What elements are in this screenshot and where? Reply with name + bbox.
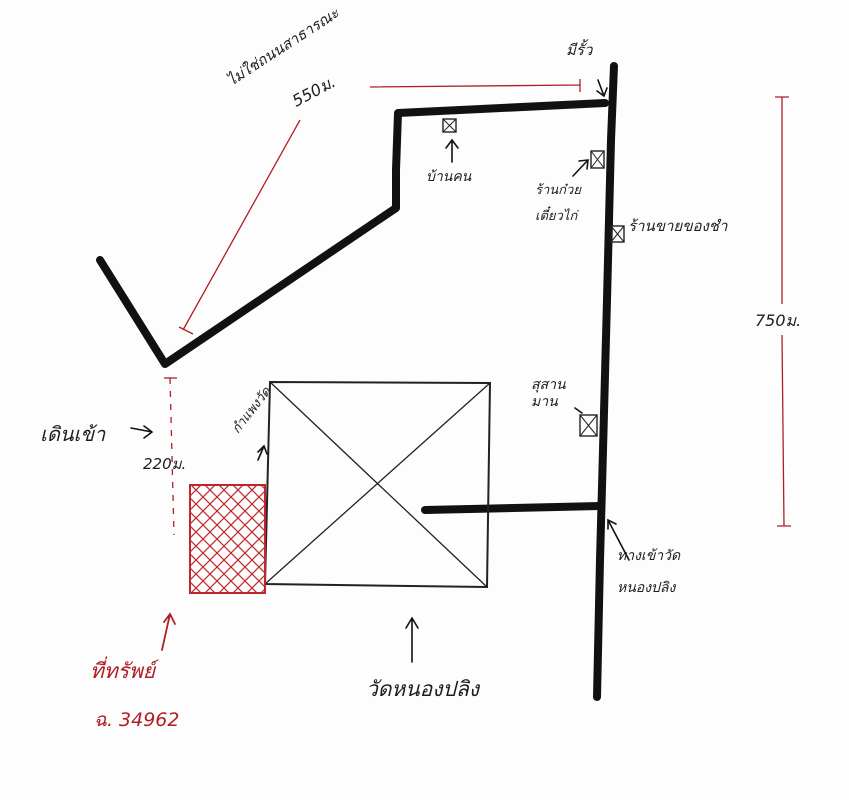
- noodle-shop-marker: [590, 150, 605, 169]
- grocery-marker: [610, 225, 625, 243]
- dim-220-line: [164, 377, 177, 536]
- distance-750-label: 750ม.: [755, 311, 802, 330]
- noodle-shop-label: ร้านก๋วย เตี๋ยวไก่: [535, 183, 581, 224]
- main-road: [593, 62, 618, 701]
- dim-550-line: [178, 79, 581, 335]
- has-fence-label: มีรั้ว: [566, 41, 593, 59]
- cemetery-label: สุสาน มาน: [531, 377, 566, 410]
- temple-access-road: [421, 502, 604, 514]
- property-label: ที่ทรัพย์: [90, 659, 156, 683]
- property-pointer-arrow: [161, 612, 176, 651]
- cemetery-marker: [579, 414, 598, 437]
- distance-220-label: 220ม.: [143, 455, 187, 473]
- dim-750-line: [775, 96, 791, 527]
- walk-in-label: เดินเข้า: [40, 422, 106, 446]
- temple-plot: [263, 380, 492, 589]
- pointer-arrows: [130, 79, 630, 663]
- property-plot: [189, 484, 266, 594]
- house-label: บ้านคน: [426, 169, 472, 185]
- grocery-shop-label: ร้านขายของชำ: [628, 217, 728, 235]
- temple-entrance-label: ทางเข้าวัด หนองปลิง: [617, 548, 681, 596]
- private-road: [96, 99, 609, 368]
- house-marker: [442, 118, 457, 133]
- temple-name-label: วัดหนองปลิง: [366, 677, 479, 701]
- deed-number-label: ฉ. 34962: [94, 709, 180, 731]
